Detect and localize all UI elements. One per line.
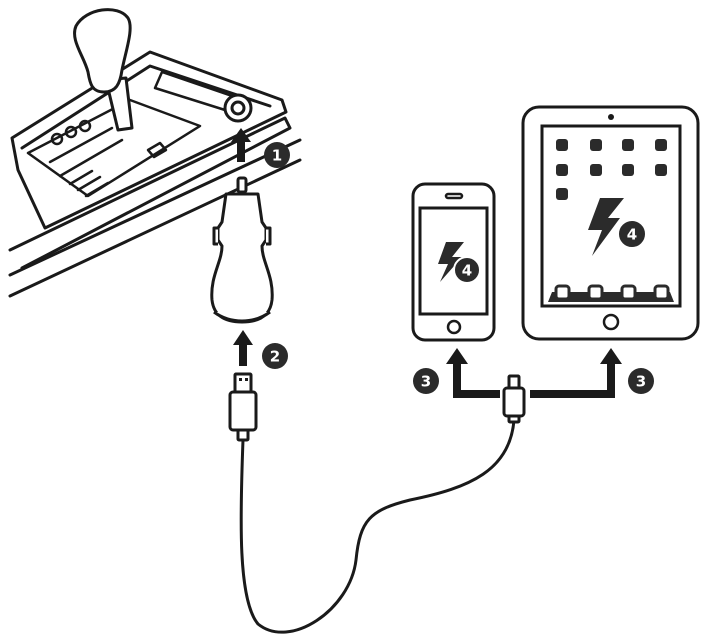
charging-label-phone: 4 [462,262,472,280]
step-label-2: 2 [270,348,280,366]
arrow-up-icon [231,128,251,162]
step-label-3-tablet: 3 [636,373,646,391]
usb-cable-icon [228,372,526,634]
step-badge-1: 1 [264,142,290,168]
car-console [8,50,302,298]
arrow-up-icon [530,348,622,398]
gear-shift-icon [73,8,134,132]
step-label-3-phone: 3 [421,373,431,391]
step-badge-3-phone: 3 [413,368,439,394]
charging-badge-phone: 4 [453,256,481,284]
dock [548,284,674,302]
arrow-up-icon [446,348,500,398]
step-label-1: 1 [272,147,282,165]
lightning-bolt-icon [438,242,464,282]
car-charger-icon [210,176,274,324]
charging-label-tablet: 4 [627,226,637,244]
socket-icon [223,93,253,123]
step-badge-2: 2 [262,343,288,369]
app-grid [556,139,667,200]
smartphone-icon: 4 [411,182,496,342]
charging-badge-tablet: 4 [617,219,647,249]
lightning-bolt-icon [588,198,624,256]
arrow-up-icon [233,330,253,366]
step-badge-3-tablet: 3 [628,368,654,394]
tablet-icon: 4 [521,105,700,341]
